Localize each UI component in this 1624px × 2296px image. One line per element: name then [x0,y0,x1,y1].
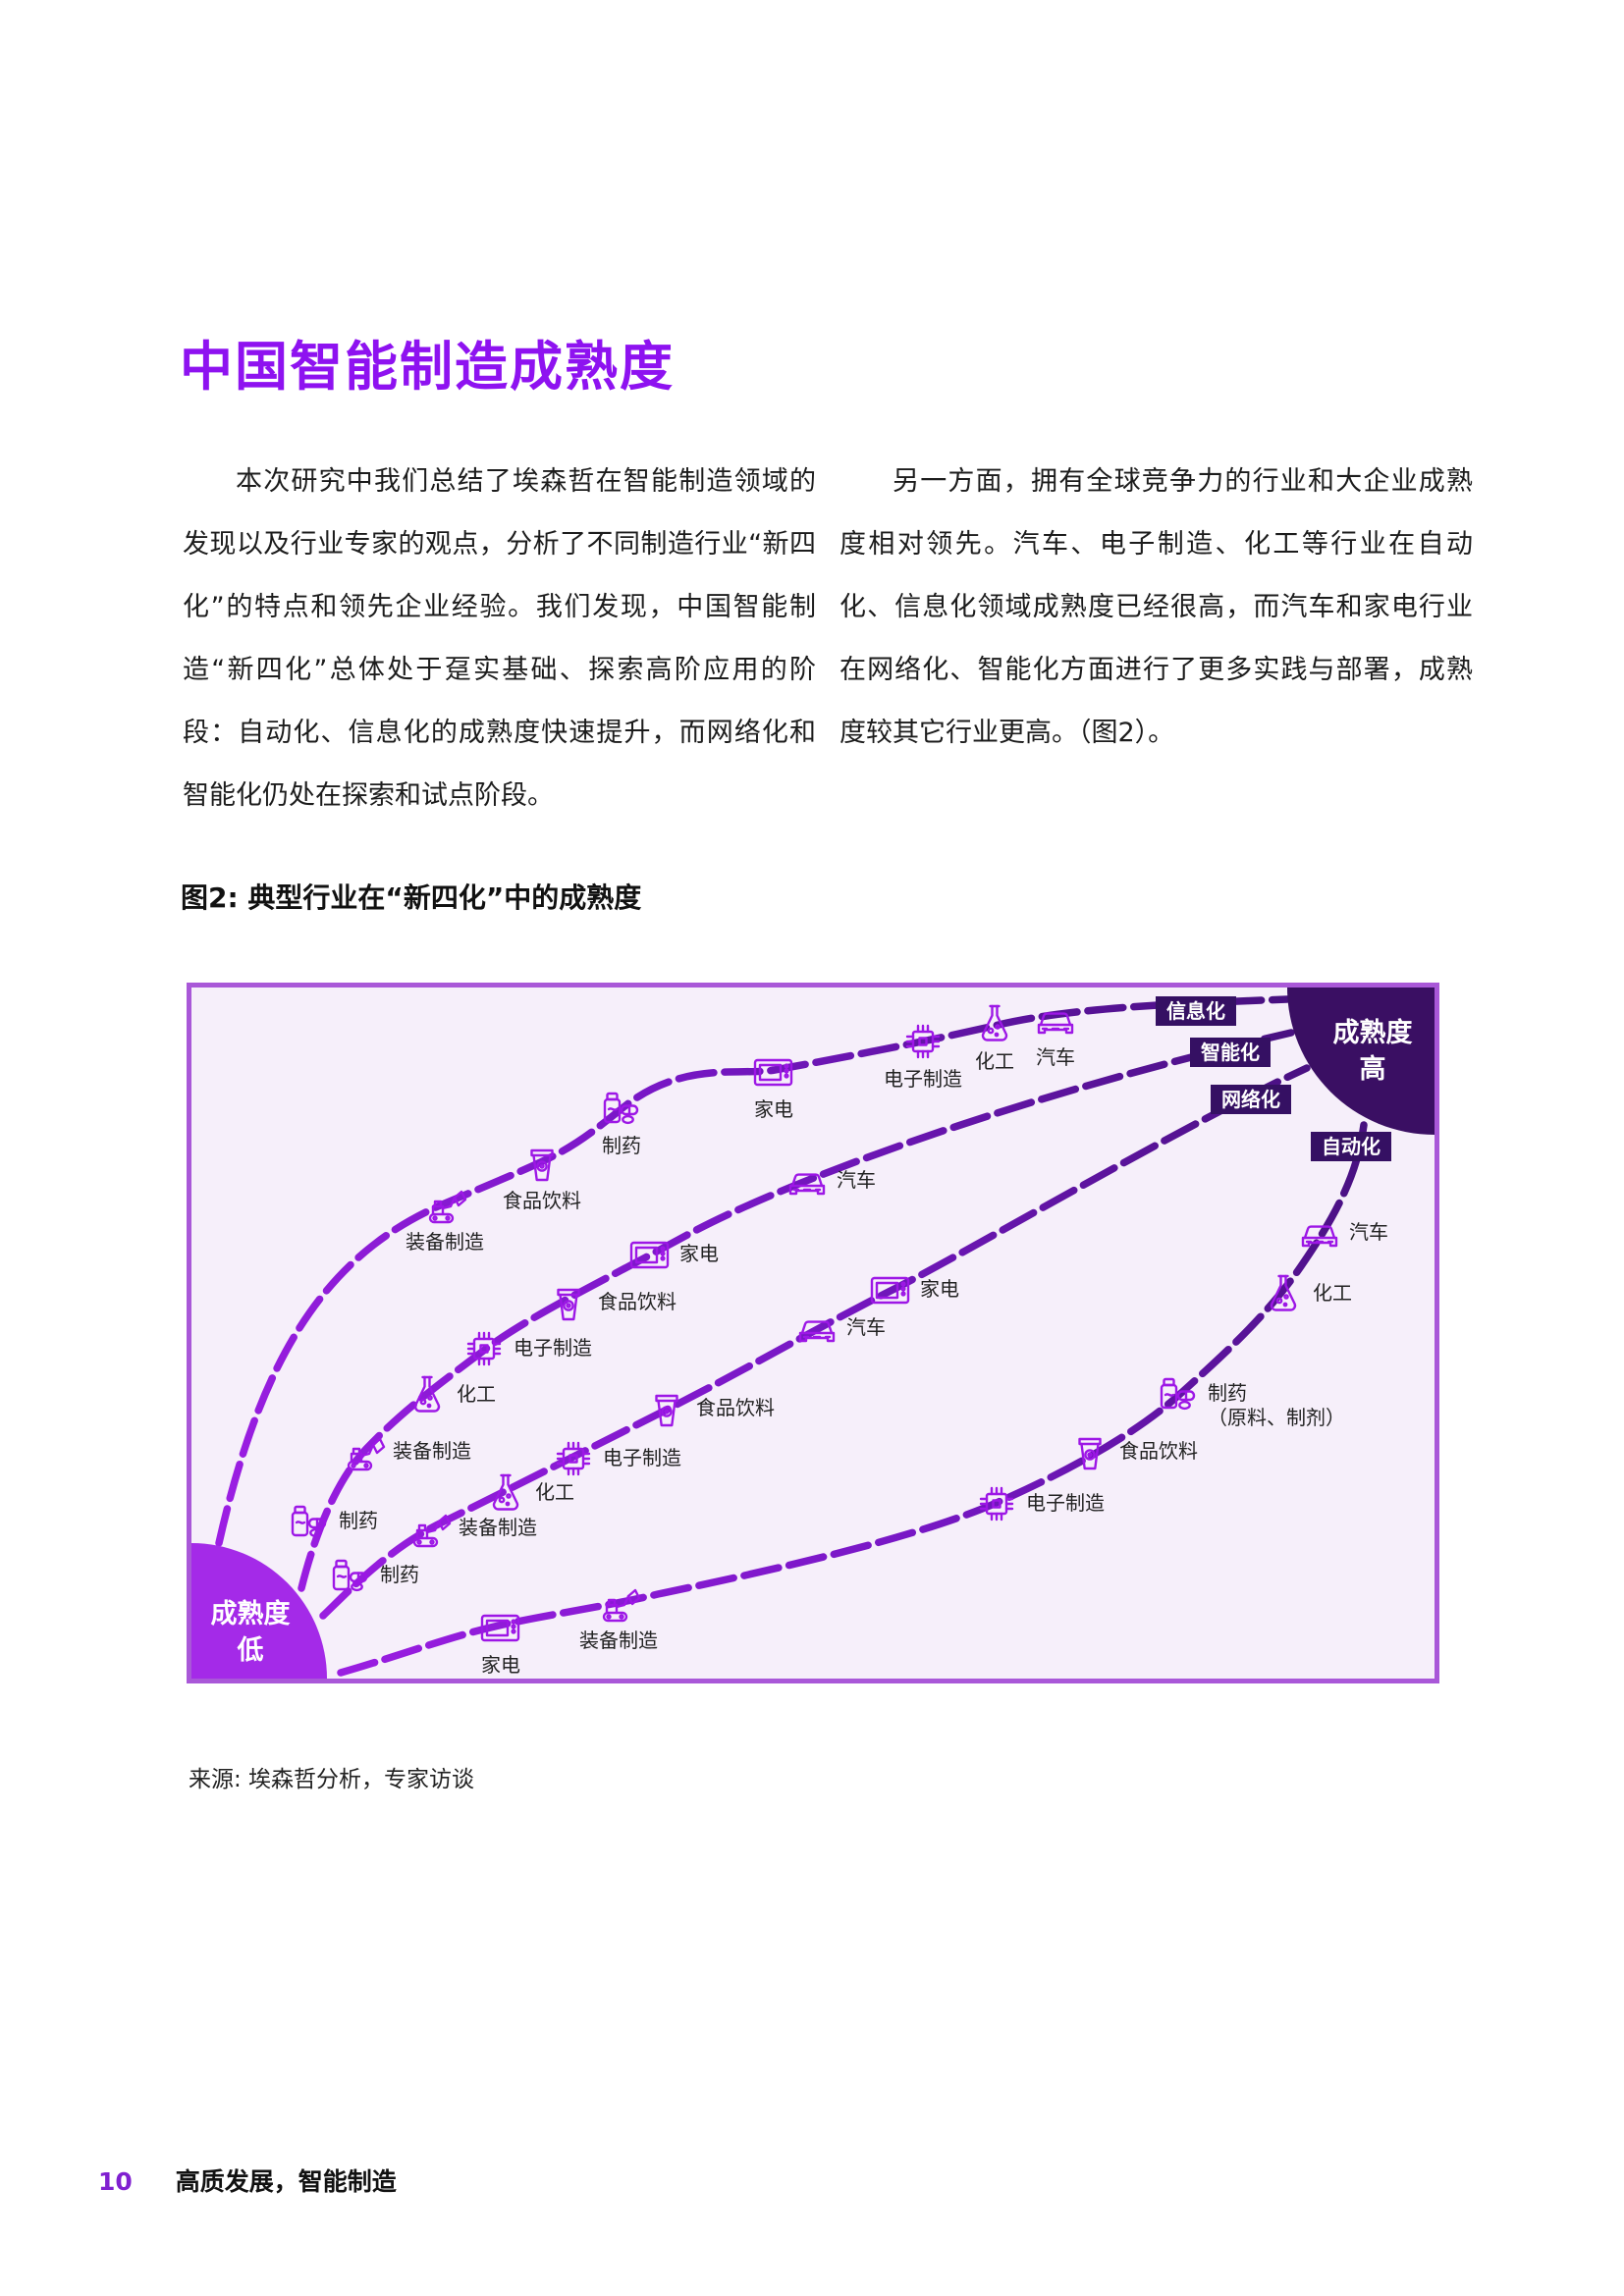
car-icon [1296,1209,1343,1256]
maturity-low-line1: 成熟度 [210,1599,291,1629]
page-title: 中国智能制造成熟度 [180,336,675,399]
excavator-icon [595,1579,642,1627]
pharma-icon [286,1498,333,1545]
maturity-low-line2: 低 [237,1635,264,1666]
car-icon [1032,996,1079,1043]
industry-label: 食品饮料 [598,1290,677,1313]
series-tag-自动化: 自动化 [1311,1132,1391,1161]
industry-label: 装备制造 [406,1230,484,1254]
industry-label: 食品饮料 [503,1189,581,1212]
maturity-high-line2: 高 [1359,1054,1386,1085]
paragraph-left: 本次研究中我们总结了埃森哲在智能制造领域的发现以及行业专家的观点，分析了不同制造… [183,466,816,811]
industry-label: 装备制造 [393,1439,471,1463]
industry-label: 汽车 [837,1168,876,1192]
industry-label: 汽车 [1036,1045,1075,1069]
appliance-icon [750,1048,797,1095]
chip-icon [973,1480,1020,1527]
chip-icon [550,1435,597,1482]
cup-icon [643,1385,690,1432]
flask-icon [971,1000,1018,1047]
maturity-high-label: 成熟度 高 [1299,1015,1435,1088]
pharma-icon [327,1552,374,1599]
industry-label: 食品饮料 [696,1396,775,1419]
pharma-icon [1155,1370,1202,1417]
excavator-icon [340,1428,387,1475]
industry-label: 装备制造 [579,1629,658,1652]
maturity-low-label: 成熟度 低 [191,1596,313,1669]
cup-icon [1066,1428,1113,1475]
figure-caption: 图2: 典型行业在“新四化”中的成熟度 [181,881,642,914]
industry-label: 制药 [602,1134,641,1157]
pharma-icon [598,1085,645,1132]
industry-label: 电子制造 [884,1067,962,1091]
paragraph-right: 另一方面，拥有全球竞争力的行业和大企业成熟度相对领先。汽车、电子制造、化工等行业… [839,466,1473,748]
chip-icon [460,1325,508,1372]
flask-icon [1260,1270,1307,1317]
flask-icon [404,1371,451,1418]
car-icon [784,1157,831,1204]
industry-label: 食品饮料 [1119,1439,1198,1463]
appliance-icon [867,1266,914,1313]
footer-title: 高质发展，智能制造 [175,2167,397,2196]
cup-icon [545,1279,592,1326]
industry-label: 制药 [380,1563,419,1586]
industry-label: 制药 [339,1509,378,1532]
industry-label: 装备制造 [459,1516,537,1539]
series-tag-智能化: 智能化 [1190,1038,1271,1067]
industry-label: 汽车 [1349,1220,1388,1244]
industry-label: 化工 [975,1049,1014,1073]
excavator-icon [406,1505,453,1552]
industry-label: 汽车 [846,1315,886,1339]
chart-nodes-layer: 装备制造食品饮料制药家电电子制造化工汽车制药装备制造化工电子制造食品饮料家电汽车… [191,988,1435,1679]
industry-label: 电子制造 [603,1446,681,1469]
maturity-high-line1: 成熟度 [1332,1018,1413,1048]
page-footer: 10 高质发展，智能制造 [98,2163,397,2198]
flask-icon [482,1469,529,1517]
curve-信息化 [215,995,1291,1547]
industry-label: 电子制造 [514,1336,592,1360]
car-icon [793,1305,840,1352]
series-tag-网络化: 网络化 [1211,1085,1291,1114]
excavator-icon [421,1181,468,1228]
industry-label: 家电 [920,1277,959,1301]
industry-label: 化工 [457,1382,496,1406]
industry-label: 电子制造 [1026,1491,1105,1515]
industry-label: 家电 [754,1097,793,1121]
industry-label: 家电 [481,1653,520,1677]
source-note: 来源: 埃森哲分析，专家访谈 [189,1767,475,1792]
industry-label: 制药 （原料、制剂） [1208,1381,1345,1429]
appliance-icon [477,1604,524,1651]
series-tag-信息化: 信息化 [1156,996,1236,1026]
maturity-chart: 装备制造食品饮料制药家电电子制造化工汽车制药装备制造化工电子制造食品饮料家电汽车… [187,983,1439,1683]
industry-label: 化工 [1313,1281,1352,1305]
appliance-icon [626,1231,674,1278]
footer-page-number: 10 [98,2167,133,2196]
industry-label: 化工 [535,1480,574,1504]
industry-label: 家电 [679,1242,719,1265]
